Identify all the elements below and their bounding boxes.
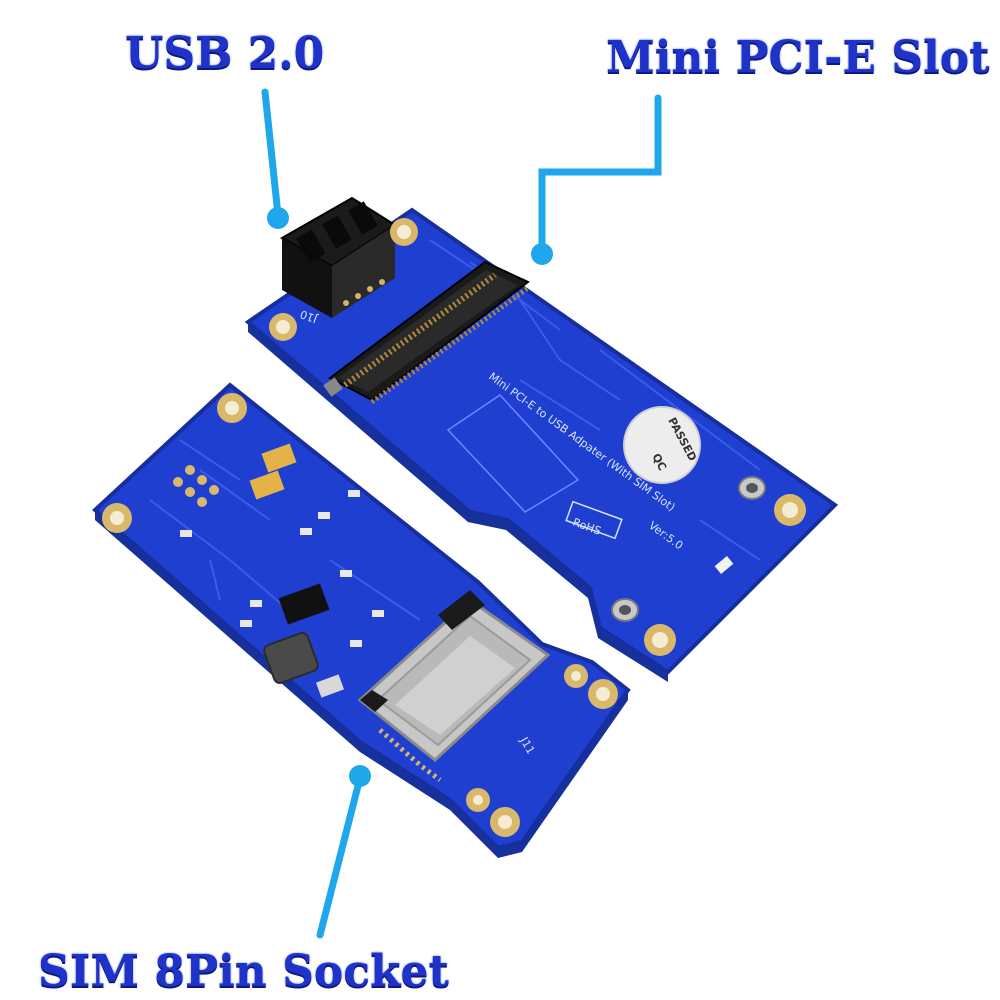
sim-leader-dot [349, 765, 371, 787]
usb-callout-label: USB 2.0 [125, 28, 325, 79]
pcie-slot-callout-label: Mini PCI-E Slot [606, 32, 990, 83]
pcie-silkscreen-box [446, 394, 580, 513]
sim-mounting-holes [102, 393, 618, 837]
usb-header-connector [279, 196, 397, 318]
sim-leader-line [316, 774, 364, 939]
controller-chip [278, 583, 330, 625]
sim-pin-header [173, 465, 219, 507]
pcie-adapter-board: QC PASSED Mini PCI-E to USB Adpater (Wit… [244, 196, 839, 682]
leader-lines [261, 88, 662, 939]
capacitor-1 [261, 443, 297, 473]
pcie-leader-line [538, 94, 662, 254]
pcie-board-traces [429, 239, 761, 561]
pcie-board-edge [248, 322, 668, 682]
mini-pcie-slot [323, 260, 530, 405]
sim-board-traces [149, 439, 421, 621]
usb-leader-dot [267, 207, 289, 229]
inductor [263, 632, 319, 684]
pcie-mounting-holes [269, 218, 806, 656]
smd-components [180, 490, 384, 647]
pcie-leader-dot [531, 243, 553, 265]
sim-socket [357, 590, 551, 782]
usb-leader-line [261, 88, 282, 219]
usb-header-ref: J10 [298, 307, 320, 325]
status-led [714, 556, 734, 574]
capacitor-2 [249, 470, 285, 500]
sim-socket-callout-label: SIM 8Pin Socket [38, 946, 449, 997]
qc-passed-sticker: QC PASSED [623, 406, 701, 484]
sim-board: J11 [92, 382, 631, 858]
capacitor-3 [315, 674, 345, 698]
pcie-standoffs [611, 476, 766, 622]
